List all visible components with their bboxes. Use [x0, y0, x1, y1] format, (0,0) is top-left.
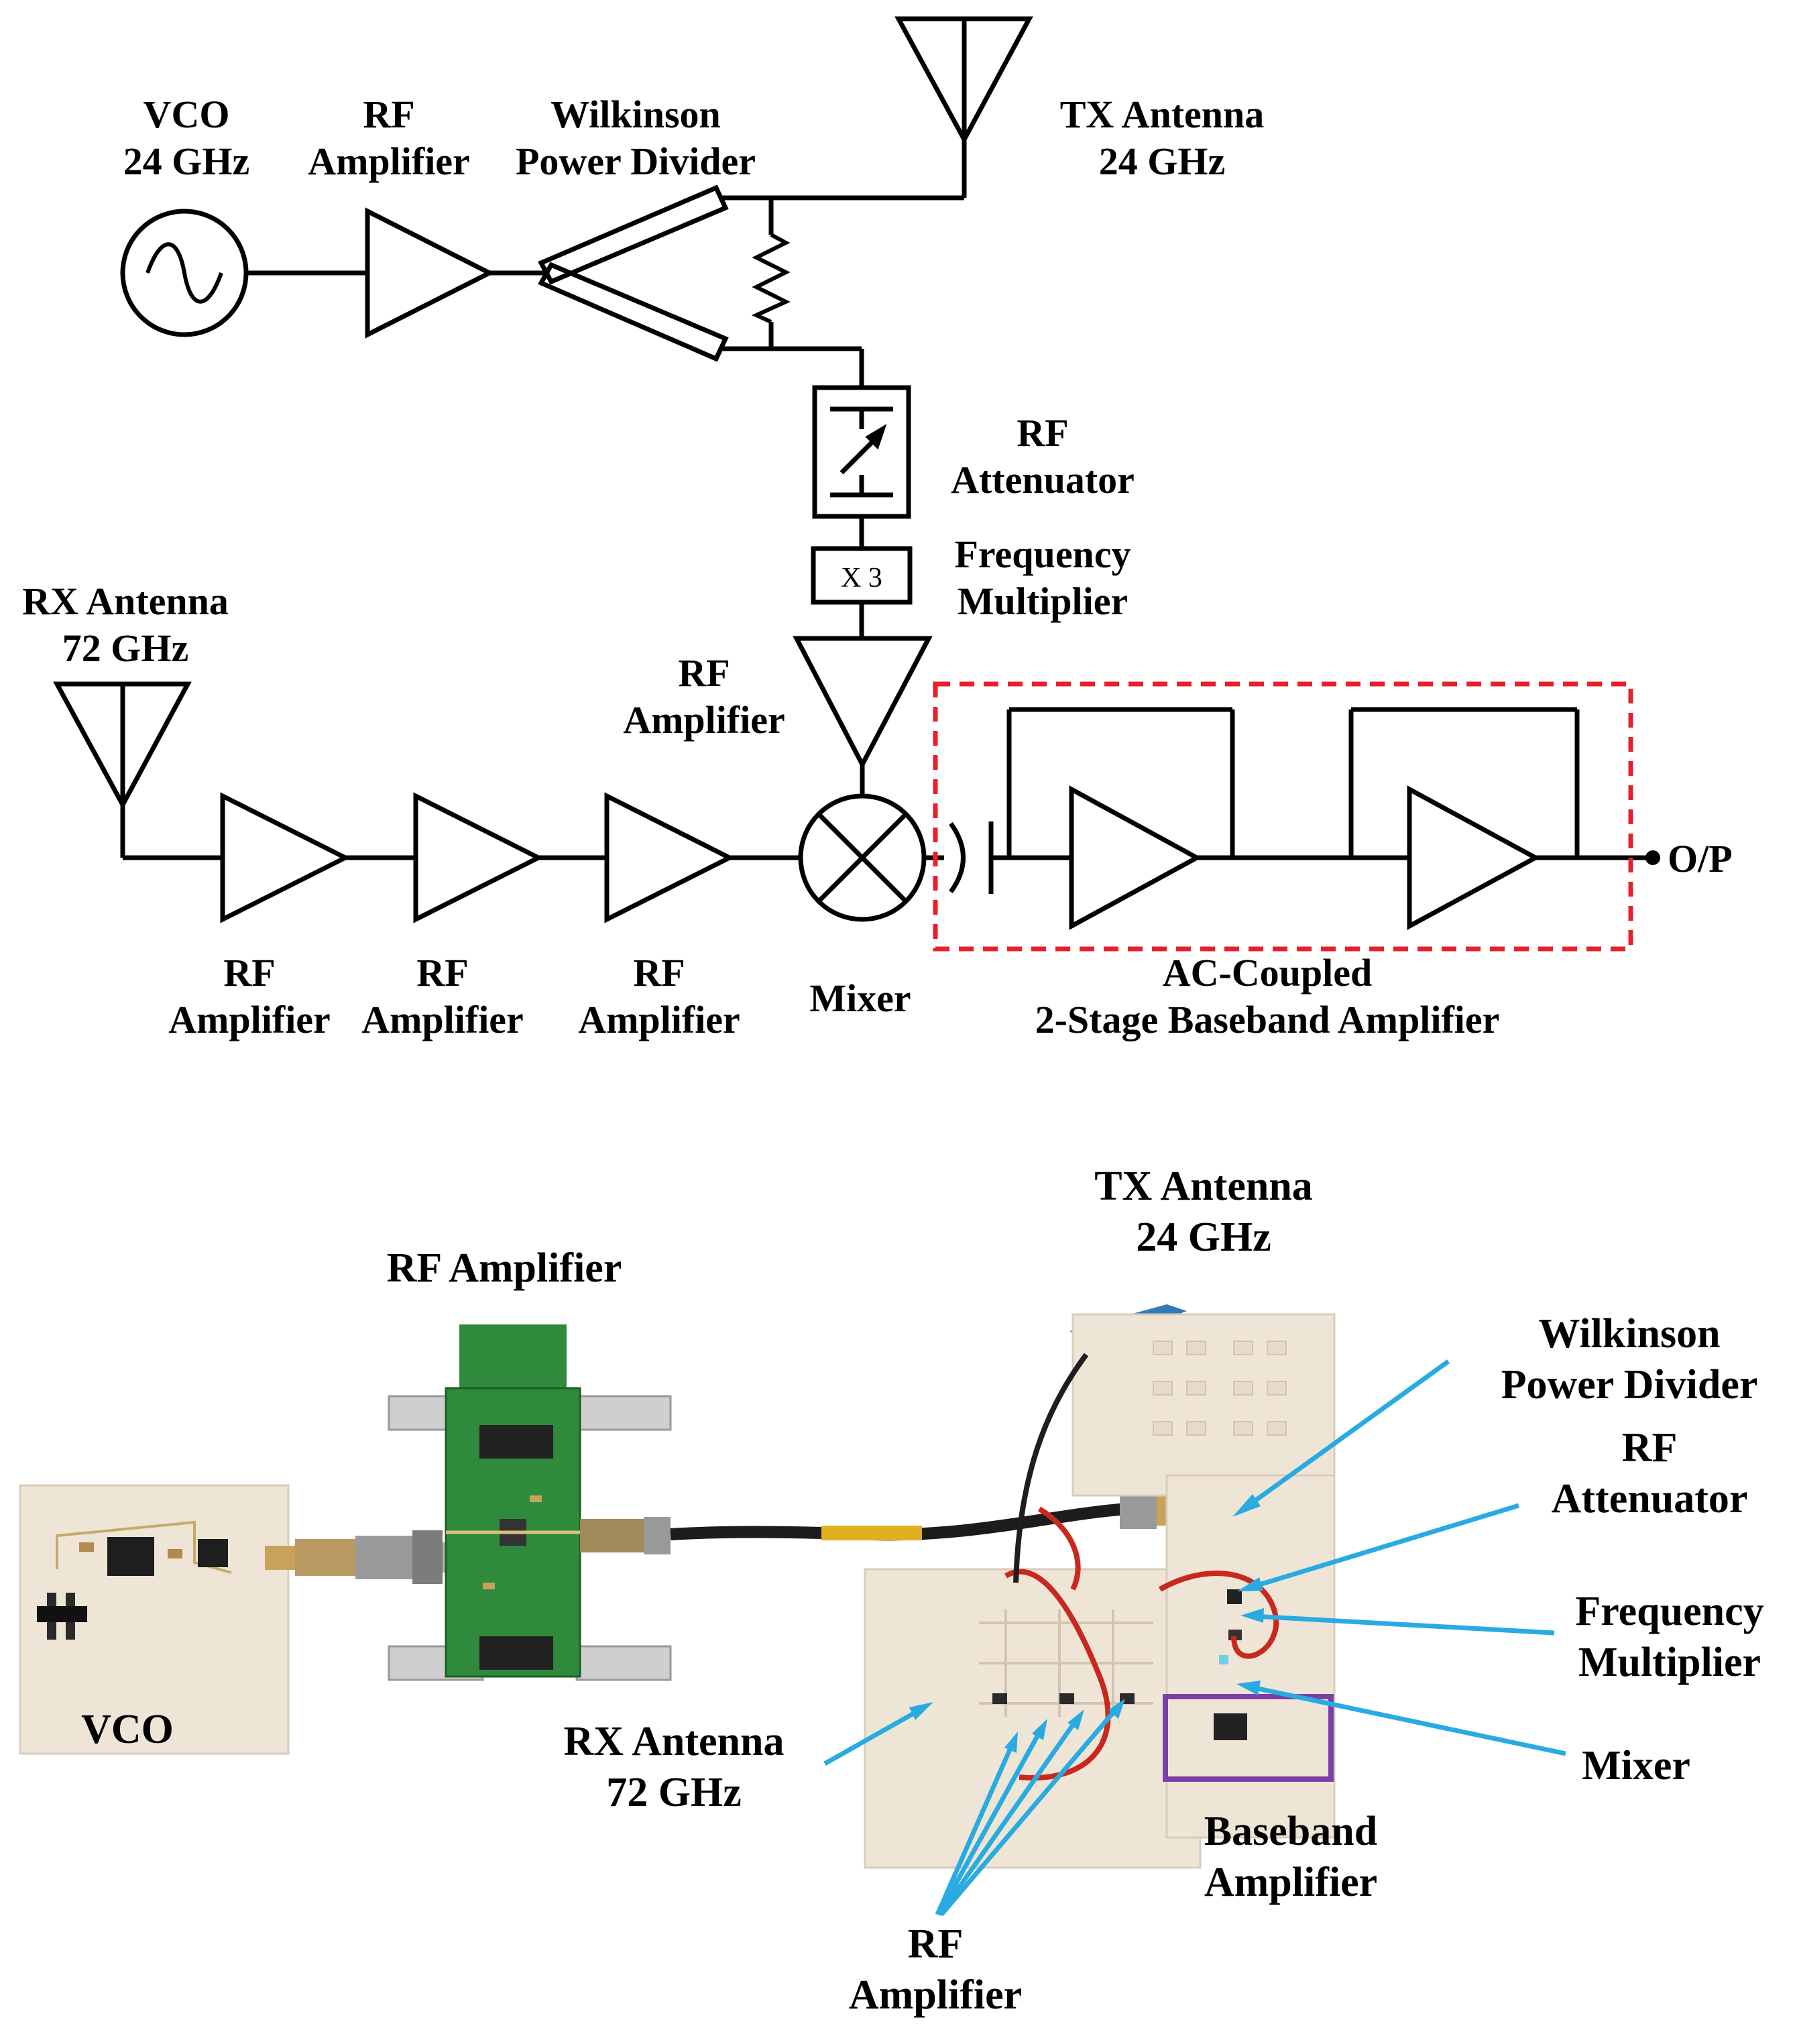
photo-label-wilkinson: Wilkinson Power Divider — [1501, 1313, 1758, 1406]
label-rf-amp-rx2-line1: RF — [416, 951, 469, 995]
label-rf-amp-lo-line2: Amplifier — [623, 698, 785, 742]
label-baseband-line1: AC-Coupled — [1162, 951, 1373, 995]
arrow-wilkinson — [1232, 1359, 1450, 1517]
wilkinson-divider-symbol — [538, 184, 791, 362]
photo-label-rf-amplifier-bottom-line1: RF — [907, 1921, 964, 1967]
photo-label-wilkinson-line1: Wilkinson — [1538, 1311, 1721, 1357]
label-mixer: Mixer — [809, 976, 911, 1020]
photo-label-baseband-line2: Amplifier — [1204, 1860, 1378, 1905]
coupling-capacitor-curved-plate — [949, 821, 966, 894]
label-rf-amp-top-line1: RF — [363, 93, 415, 136]
label-tx-antenna: TX Antenna 24 GHz — [1060, 95, 1265, 181]
vco-oscillator-symbol — [120, 209, 249, 337]
photo-rf-amplifier-board — [388, 1324, 672, 1681]
label-vco: VCO 24 GHz — [123, 95, 249, 181]
photo-main-radar-board — [864, 1353, 1336, 1869]
label-multiplier-line2: Multiplier — [957, 579, 1128, 623]
label-tx-antenna-freq: 24 GHz — [1098, 139, 1226, 183]
mixer-symbol — [798, 793, 927, 922]
label-baseband: AC-Coupled 2-Stage Baseband Amplifier — [1035, 954, 1500, 1039]
label-rf-amp-top-line2: Amplifier — [308, 139, 470, 183]
label-rf-amp-rx2: RF Amplifier — [361, 954, 524, 1039]
label-rx-antenna-freq: 72 GHz — [62, 626, 189, 670]
photo-label-rx-antenna: RX Antenna 72 GHz — [563, 1721, 784, 1813]
arrow-mixer — [1236, 1681, 1566, 1756]
label-attenuator-line1: RF — [1017, 411, 1069, 455]
label-multiplier: Frequency Multiplier — [954, 535, 1131, 621]
rf-amplifier-lo-symbol — [793, 636, 933, 770]
label-vco-name: VCO — [143, 93, 230, 136]
photo-label-wilkinson-line2: Power Divider — [1501, 1362, 1758, 1408]
tx-antenna-symbol — [894, 16, 1033, 145]
label-rf-amp-lo-line1: RF — [678, 651, 730, 695]
label-rf-amp-lo: RF Amplifier — [623, 654, 785, 740]
label-rf-amp-rx1-line1: RF — [223, 951, 276, 995]
label-rf-amp-rx3-line1: RF — [633, 951, 685, 995]
hardware-photo — [19, 1304, 1566, 1917]
rf-amplifier-rx3-symbol — [604, 792, 735, 923]
label-multiplier-line1: Frequency — [954, 532, 1131, 576]
attenuator-symbol — [812, 385, 911, 519]
photo-label-baseband: Baseband Amplifier — [1204, 1811, 1377, 1903]
label-tx-antenna-name: TX Antenna — [1059, 93, 1265, 136]
photo-label-attenuator-line2: Attenuator — [1551, 1476, 1748, 1522]
baseband-dashed-box — [933, 681, 1633, 952]
label-rx-antenna-name: RX Antenna — [22, 579, 229, 623]
label-rf-amp-rx3-line2: Amplifier — [578, 998, 740, 1041]
label-attenuator: RF Attenuator — [951, 414, 1135, 500]
label-rf-amp-rx1-line2: Amplifier — [168, 998, 331, 1041]
baseband-stage2-symbol — [1407, 785, 1541, 930]
label-vco-freq: 24 GHz — [123, 139, 250, 183]
label-rf-amp-rx2-line2: Amplifier — [361, 998, 524, 1041]
rf-amplifier-rx1-symbol — [220, 792, 351, 923]
rx-antenna-symbol — [53, 681, 192, 810]
label-rx-antenna: RX Antenna 72 GHz — [22, 582, 229, 668]
photo-label-multiplier-line2: Multiplier — [1578, 1640, 1761, 1685]
photo-label-mixer: Mixer — [1582, 1743, 1690, 1788]
label-wilkinson-line2: Power Divider — [515, 139, 756, 183]
photo-label-multiplier: Frequency Multiplier — [1575, 1591, 1763, 1683]
photo-label-tx-antenna: TX Antenna 24 GHz — [1094, 1166, 1313, 1258]
arrow-rx-antenna — [823, 1702, 933, 1766]
arrow-multiplier — [1240, 1608, 1555, 1636]
photo-label-rx-antenna-freq: 72 GHz — [606, 1770, 742, 1815]
photo-vco-board — [19, 1484, 298, 1755]
label-baseband-line2: 2-Stage Baseband Amplifier — [1035, 998, 1500, 1041]
photo-baseband-box — [1163, 1694, 1334, 1782]
label-attenuator-line2: Attenuator — [951, 458, 1135, 502]
photo-label-rx-antenna-name: RX Antenna — [563, 1719, 785, 1764]
output-node — [1645, 850, 1660, 865]
photo-label-tx-antenna-name: TX Antenna — [1094, 1163, 1313, 1209]
photo-label-baseband-line1: Baseband — [1204, 1809, 1378, 1854]
label-output: O/P — [1668, 837, 1733, 881]
photo-tx-antenna-board — [1069, 1304, 1336, 1497]
photo-sma-connectors — [295, 1530, 469, 1584]
photo-label-rf-amplifier-bottom-line2: Amplifier — [848, 1972, 1023, 2018]
photo-coax-cable — [580, 1492, 1197, 1554]
rf-amplifier-rx2-symbol — [413, 792, 544, 923]
arrows-rf-amplifiers — [935, 1699, 1125, 1917]
block-schematic — [53, 16, 1653, 930]
arrow-attenuator — [1237, 1503, 1520, 1591]
photo-label-rf-amplifier: RF Amplifier — [386, 1245, 622, 1291]
photo-callout-arrows — [823, 1359, 1566, 1917]
label-wilkinson: Wilkinson Power Divider — [516, 95, 756, 181]
baseband-stage1-symbol — [1069, 785, 1202, 930]
photo-label-vco: VCO — [81, 1707, 174, 1752]
photo-label-tx-antenna-freq: 24 GHz — [1136, 1214, 1271, 1260]
label-rf-amp-top: RF Amplifier — [308, 95, 470, 181]
rf-amplifier-top-symbol — [365, 207, 495, 339]
label-rf-amp-rx1: RF Amplifier — [168, 954, 331, 1039]
photo-label-rf-amplifier-bottom: RF Amplifier — [849, 1923, 1022, 2016]
photo-label-attenuator-line1: RF — [1621, 1425, 1678, 1471]
label-rf-amp-rx3: RF Amplifier — [578, 954, 740, 1039]
label-wilkinson-line1: Wilkinson — [551, 93, 721, 136]
photo-label-attenuator: RF Attenuator — [1552, 1427, 1748, 1520]
multiplier-box-text: X 3 — [841, 563, 882, 593]
photo-label-multiplier-line1: Frequency — [1575, 1589, 1764, 1634]
